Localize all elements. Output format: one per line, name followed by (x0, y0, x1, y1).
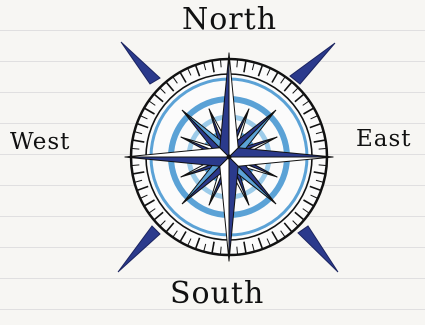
pointer-southwest (118, 226, 160, 272)
tick-mark (237, 60, 238, 67)
tick-mark (319, 165, 326, 166)
compass-center (227, 155, 232, 160)
north-label: North (182, 2, 277, 37)
tick-mark (132, 165, 139, 166)
tick-mark (221, 247, 222, 254)
tick-mark (319, 149, 326, 150)
tick-mark (237, 247, 238, 254)
pointer-northeast (290, 43, 335, 84)
east-label: East (356, 126, 412, 152)
south-label: South (170, 276, 264, 311)
tick-mark (221, 60, 222, 67)
pointer-southeast (298, 226, 338, 272)
pointer-northwest (121, 42, 160, 84)
west-label: West (10, 129, 70, 155)
tick-mark (132, 149, 139, 150)
